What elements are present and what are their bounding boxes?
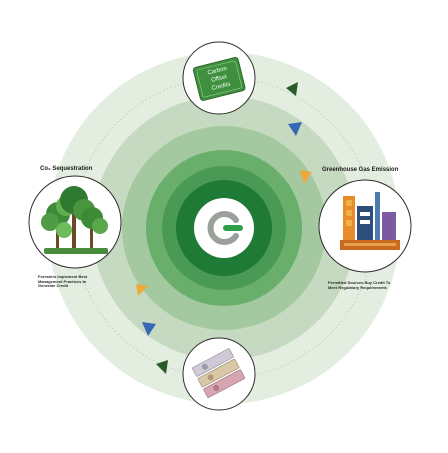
arrow-blue-bottom-left [142,322,156,336]
card-line-3: Credits [211,82,231,92]
card-line-2: Offset [211,74,228,84]
right-title: Greenhouse Gas Emission [322,167,399,173]
card-line-1: Carbon [207,66,228,77]
arrow-orange-left [136,284,148,296]
brand-logo-icon [194,198,254,258]
currency-notes-icon [192,348,246,398]
left-note-line-3: Generate Credit [38,283,69,289]
left-note-line-2: Management Practices to [38,278,87,284]
node-right-emission [318,179,412,273]
arrow-orange-right [300,170,312,184]
forest-icon [41,186,108,254]
node-bottom-money [182,337,256,411]
left-note: Foresters Implement Best Management Prac… [38,274,88,289]
carbon-offset-card-icon: Carbon Offset Credits [192,57,246,101]
right-note: Permitted Sources Buy Credit To Meet Reg… [328,280,391,290]
arrow-green-top-right [286,82,298,96]
arrow-blue-top-right [288,122,302,136]
node-left-sequestration [28,175,122,269]
factory-icon [340,192,400,250]
left-note-line-1: Foresters Implement Best [38,274,88,279]
node-top-carbon-offset: Carbon Offset Credits [182,41,256,115]
right-note-line-2: Meet Regulatory Requirements [328,284,387,290]
left-title: Co₂ Sequestration [40,166,93,172]
arrow-green-bottom-left [156,360,168,374]
right-note-line-1: Permitted Sources Buy Credit To [328,280,391,285]
